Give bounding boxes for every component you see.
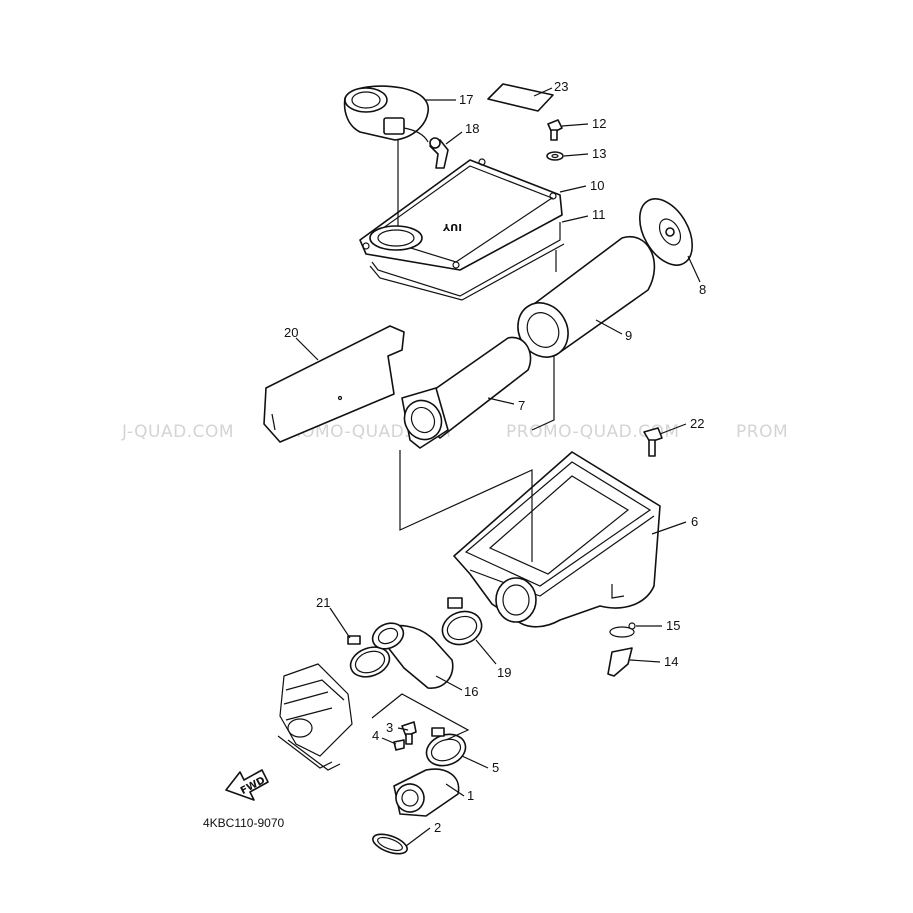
svg-text:18: 18 [465, 121, 479, 136]
part-5-clamp [425, 727, 467, 767]
diagram-code: 4KBC110-9070 [203, 816, 284, 830]
callout-4: 4 [372, 728, 397, 745]
callout-7: 7 [487, 397, 525, 413]
svg-text:10: 10 [590, 178, 604, 193]
svg-text:5: 5 [492, 760, 499, 775]
svg-text:8: 8 [699, 282, 706, 297]
part-22-bolt [643, 427, 663, 457]
part-16-joint [371, 622, 454, 689]
callout-19: 19 [475, 639, 511, 680]
svg-text:17: 17 [459, 92, 473, 107]
svg-text:21: 21 [316, 595, 330, 610]
svg-text:19: 19 [497, 665, 511, 680]
callout-5: 5 [461, 755, 499, 775]
watermark-1: J-QUAD.COM [121, 422, 234, 442]
callout-23: 23 [533, 79, 568, 97]
assembly-guides [287, 140, 557, 771]
part-1-carb-joint [393, 768, 460, 817]
svg-text:15: 15 [666, 618, 680, 633]
callout-11: 11 [561, 207, 606, 223]
svg-text:16: 16 [464, 684, 478, 699]
watermark-4: PROM [736, 422, 788, 442]
callout-13: 13 [563, 146, 606, 161]
svg-text:IUY: IUY [442, 221, 462, 232]
callout-12: 12 [561, 116, 606, 131]
part-21-clamp [347, 635, 391, 678]
callout-17: 17 [426, 92, 473, 107]
svg-text:3: 3 [386, 720, 393, 735]
part-9-air-filter [517, 235, 656, 358]
callout-18: 18 [445, 121, 479, 145]
part-20-plate [263, 325, 405, 443]
part-13-washer [546, 151, 564, 161]
part-4-screw [393, 739, 405, 751]
part-17-intake-cap [343, 85, 429, 143]
part-2-o-ring [372, 833, 408, 855]
part-18-breather-hose [429, 137, 449, 169]
part-12-screw [547, 119, 563, 141]
svg-text:9: 9 [625, 328, 632, 343]
callout-3: 3 [386, 720, 409, 735]
part-3-bolt [401, 721, 417, 745]
callout-9: 9 [595, 319, 632, 343]
part-10-airbox-cover: IUY [359, 158, 563, 271]
part-23-label [487, 83, 554, 112]
fwd-arrow-icon: FWD [225, 769, 269, 801]
svg-text:20: 20 [284, 325, 298, 340]
part-6-airbox-case [453, 451, 661, 628]
callout-16: 16 [435, 675, 478, 699]
svg-text:6: 6 [691, 514, 698, 529]
callout-22: 22 [659, 416, 704, 435]
svg-text:14: 14 [664, 654, 678, 669]
callout-15: 15 [636, 618, 680, 633]
part-19-clamp [441, 597, 483, 646]
watermark-3: PROMO-QUAD.COM [506, 422, 680, 442]
svg-text:2: 2 [434, 820, 441, 835]
part-8-element-cap [638, 198, 694, 266]
svg-text:13: 13 [592, 146, 606, 161]
part-14-drain [607, 647, 633, 677]
svg-text:23: 23 [554, 79, 568, 94]
callout-6: 6 [651, 514, 698, 535]
svg-text:4: 4 [372, 728, 379, 743]
callout-20: 20 [284, 325, 319, 361]
callout-14: 14 [629, 654, 678, 669]
callout-21: 21 [316, 595, 351, 639]
svg-text:7: 7 [518, 398, 525, 413]
part-11-gasket [369, 222, 565, 301]
callout-8: 8 [687, 255, 706, 297]
callout-10: 10 [559, 178, 604, 193]
callout-2: 2 [405, 820, 441, 847]
callout-1: 1 [445, 783, 474, 803]
svg-text:1: 1 [467, 788, 474, 803]
part-15-clip [609, 622, 636, 638]
svg-text:12: 12 [592, 116, 606, 131]
part-7-filter-guide [401, 336, 532, 449]
svg-text:11: 11 [592, 207, 606, 222]
engine-cylinder-phantom [277, 663, 353, 769]
svg-text:22: 22 [690, 416, 704, 431]
